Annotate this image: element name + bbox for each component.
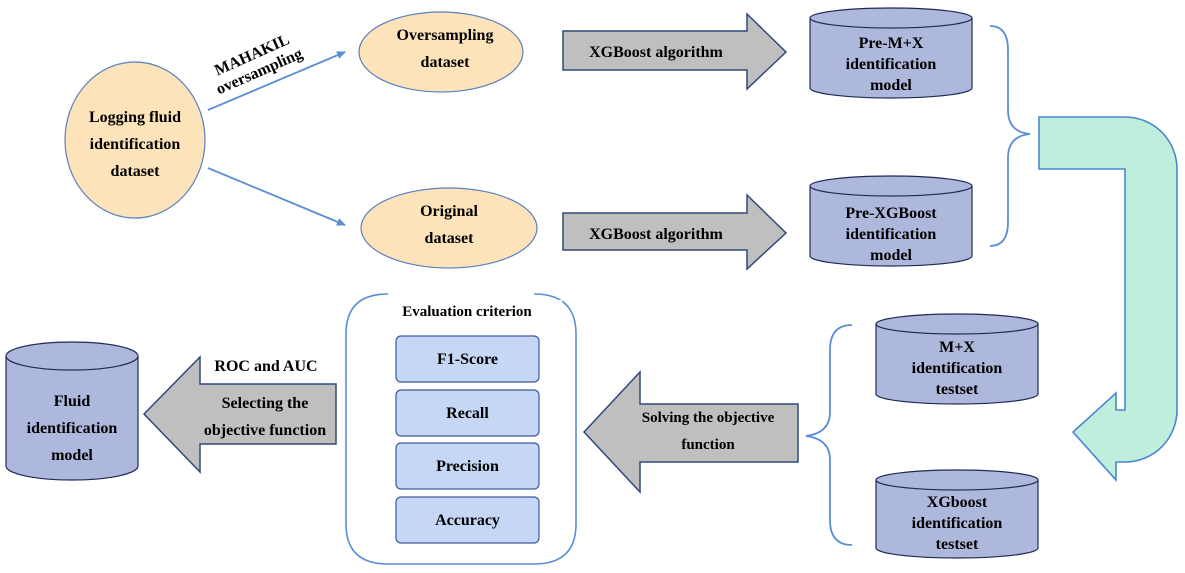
oversampling-dataset-ellipse bbox=[358, 11, 524, 93]
evaluation-title: Evaluation criterion bbox=[372, 300, 562, 324]
pre-model-brace bbox=[989, 25, 1031, 247]
selecting-arrow-label: Selecting the objective function bbox=[203, 395, 327, 439]
fluid-model-label: Fluid identification model bbox=[26, 392, 118, 464]
xgboost-arrow-bottom-label: XGBoost algorithm bbox=[589, 225, 723, 243]
original-dataset-ellipse bbox=[360, 187, 538, 269]
mx-testset-label: M+X identification testset bbox=[911, 338, 1003, 398]
original-dataset-label: Original dataset bbox=[420, 203, 478, 247]
evaluation-container bbox=[345, 293, 577, 565]
metric-f1-label: F1-Score bbox=[436, 350, 498, 368]
xgboost-testset-cylinder bbox=[875, 469, 1039, 559]
pre-mx-model-label: Pre-M+X identification model bbox=[845, 34, 937, 94]
roc-auc-label: ROC and AUC bbox=[214, 357, 318, 375]
metric-box-f1 bbox=[395, 335, 540, 383]
solving-arrow-label: Solving the objective function bbox=[641, 410, 775, 453]
metric-box-precision bbox=[395, 442, 540, 490]
testset-brace bbox=[805, 324, 853, 546]
metric-box-accuracy bbox=[395, 496, 540, 544]
arrow-to-oversampling bbox=[207, 51, 346, 111]
arrow-to-original bbox=[207, 167, 346, 226]
xgboost-arrow-bottom-shape bbox=[562, 193, 788, 271]
fluid-model-cylinder bbox=[5, 341, 139, 481]
xgboost-arrow-top-label: XGBoost algorithm bbox=[589, 43, 723, 61]
metric-precision-label: Precision bbox=[436, 457, 499, 475]
metric-accuracy-label: Accuracy bbox=[435, 511, 500, 529]
metric-recall-label: Recall bbox=[446, 404, 489, 422]
u-turn-arrow bbox=[1038, 116, 1178, 483]
pre-xgboost-cylinder bbox=[809, 175, 973, 267]
logging-dataset-label: Logging fluid identification dataset bbox=[88, 109, 182, 180]
xgboost-testset-label: XGboost identification testset bbox=[911, 493, 1003, 553]
xgboost-arrow-top-shape bbox=[562, 12, 788, 91]
solving-arrow-shape bbox=[582, 370, 799, 494]
pre-mx-cylinder bbox=[809, 7, 973, 99]
metric-box-recall bbox=[395, 389, 540, 437]
mx-testset-cylinder bbox=[875, 313, 1039, 405]
pre-xgboost-model-label: Pre-XGBoost identification model bbox=[845, 204, 937, 264]
oversampling-dataset-label: Oversampling dataset bbox=[396, 27, 494, 71]
selecting-arrow-shape bbox=[142, 355, 337, 474]
logging-dataset-ellipse bbox=[64, 61, 206, 219]
